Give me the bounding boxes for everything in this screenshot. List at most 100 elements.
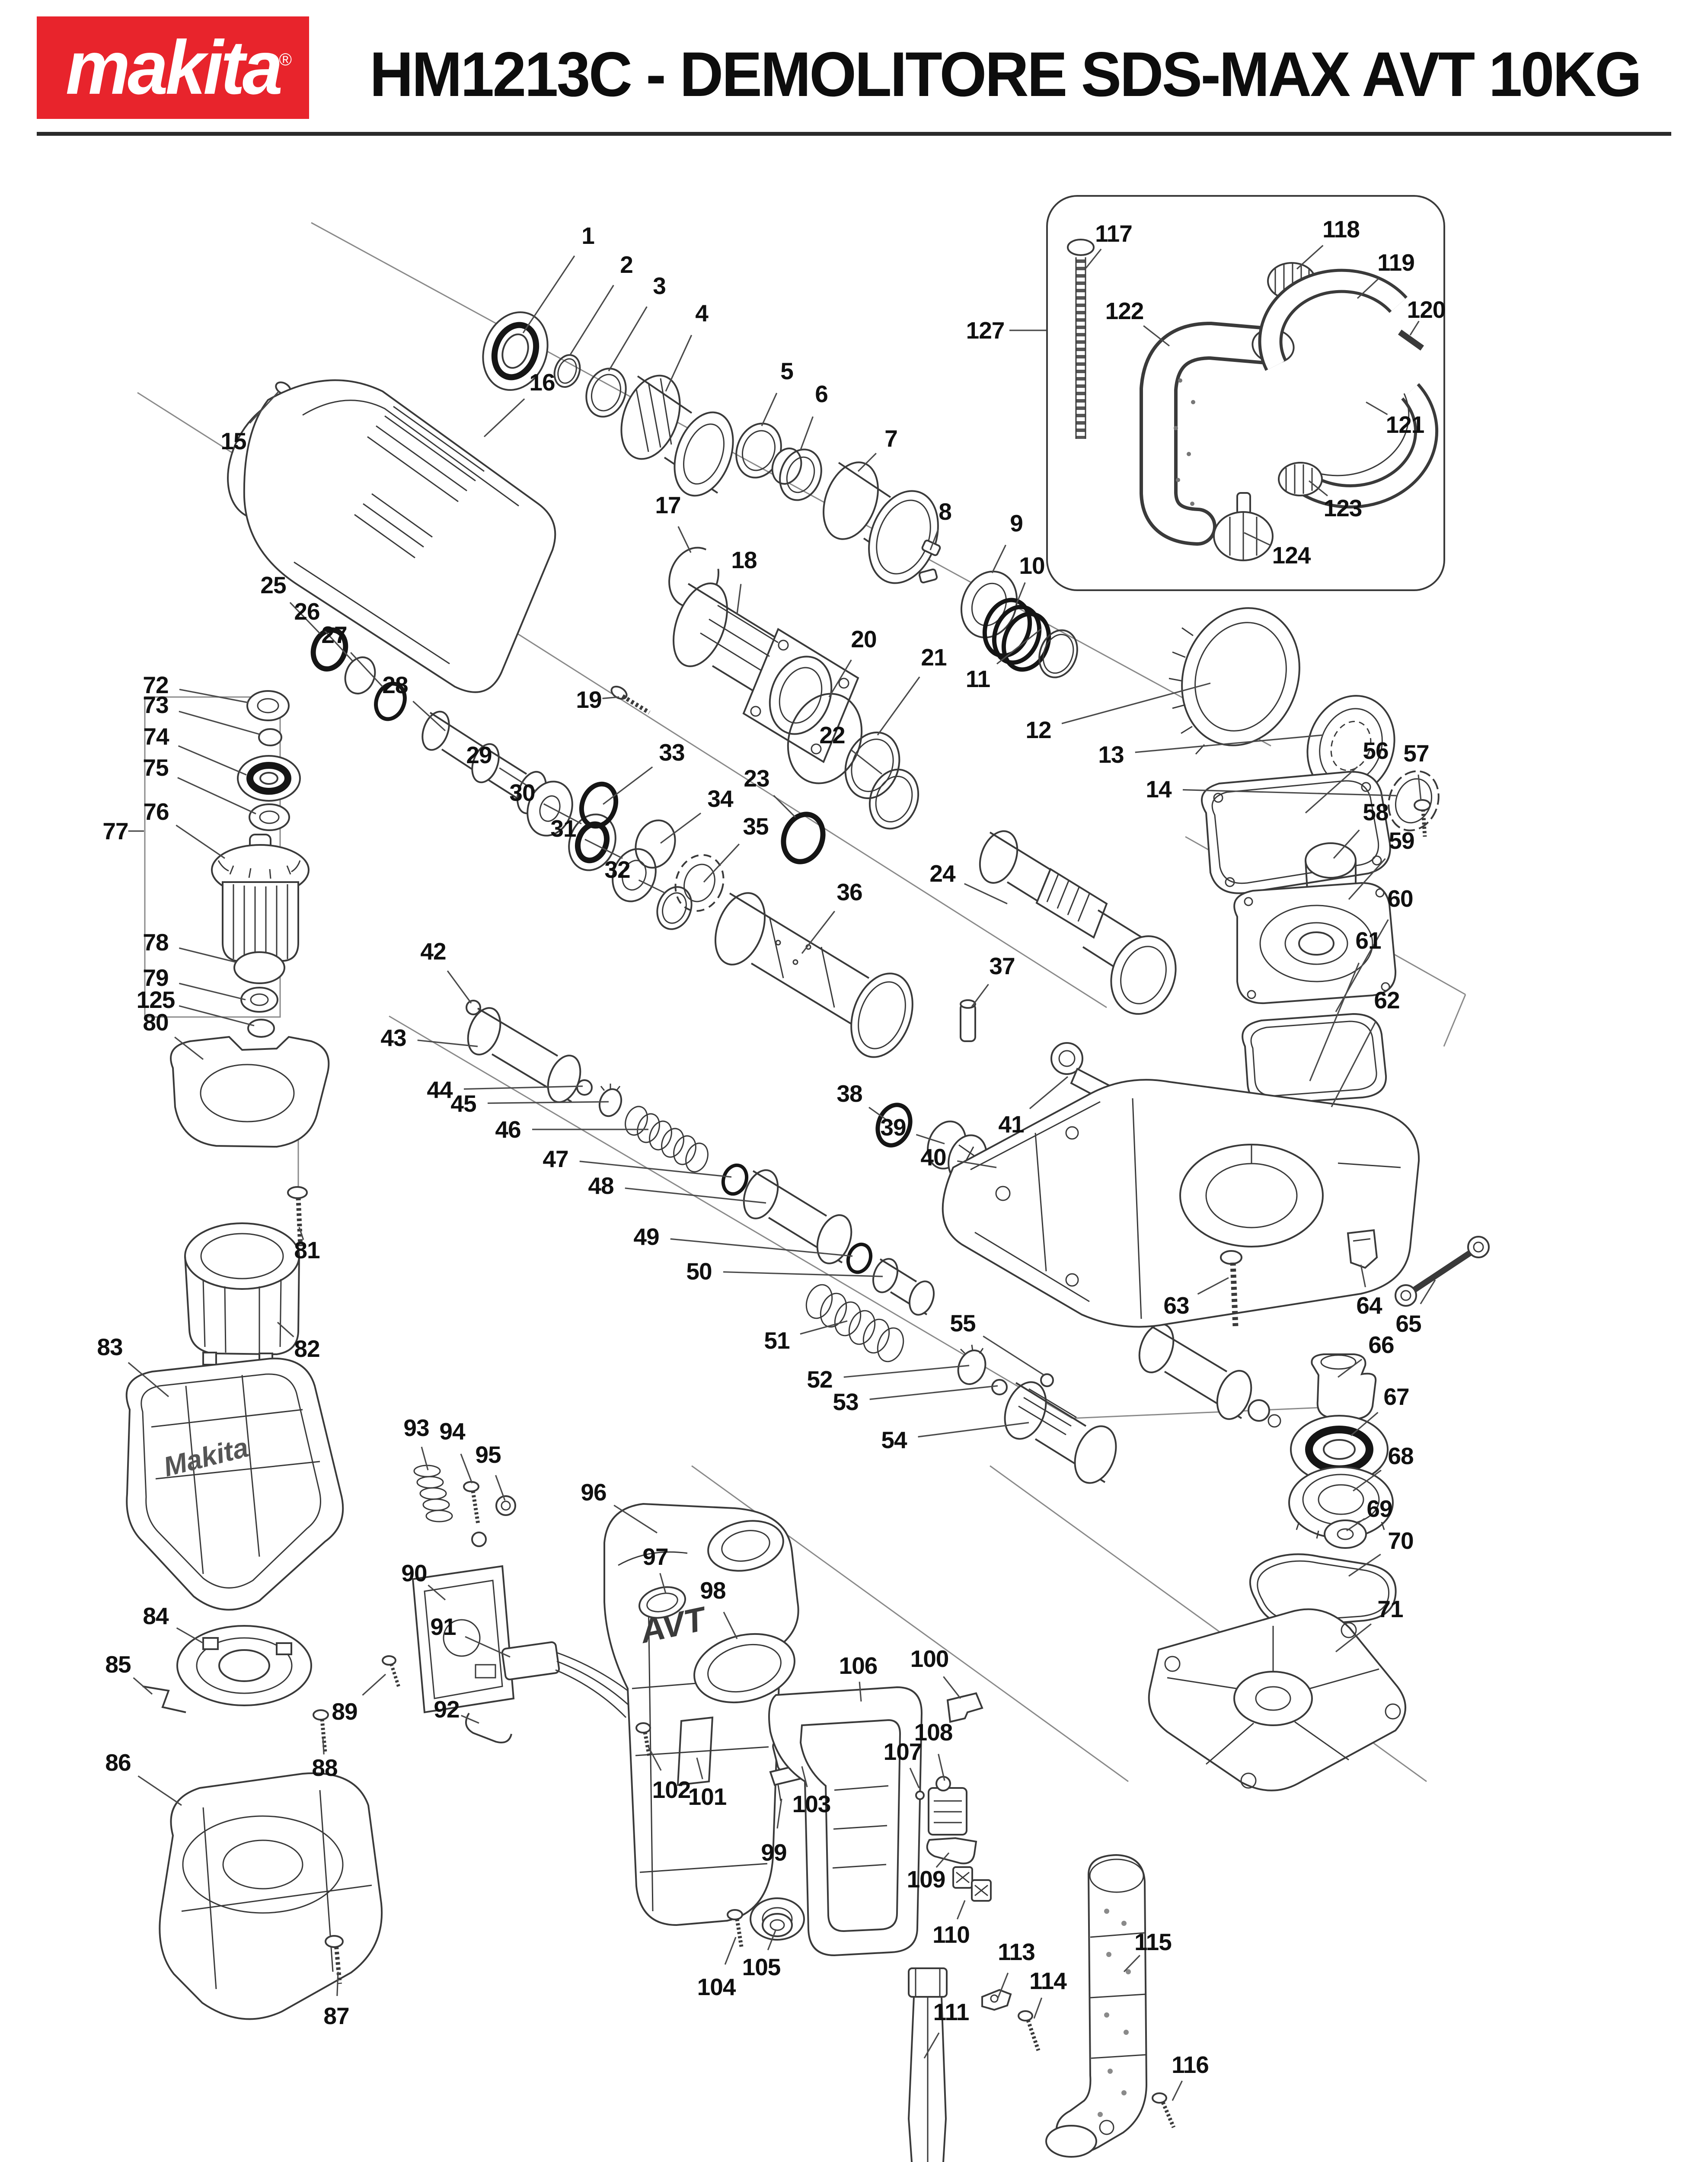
part-label-54: 54	[881, 1426, 907, 1453]
tool-holder-chain-group	[310, 627, 725, 930]
part-label-22: 22	[819, 722, 845, 748]
part-label-30: 30	[509, 779, 535, 806]
part-label-12: 12	[1025, 716, 1051, 743]
part-label-97: 97	[642, 1543, 668, 1570]
part-label-65: 65	[1395, 1310, 1421, 1337]
part-label-80: 80	[143, 1009, 169, 1036]
part-label-9: 9	[1010, 510, 1023, 537]
part-label-10: 10	[1019, 552, 1045, 579]
part-label-119: 119	[1377, 249, 1415, 276]
part-label-31: 31	[550, 815, 576, 842]
part-label-41: 41	[998, 1111, 1024, 1138]
part-label-77: 77	[102, 818, 128, 844]
part-label-91: 91	[430, 1613, 456, 1640]
part-label-121: 121	[1386, 411, 1425, 438]
part-label-59: 59	[1389, 827, 1414, 854]
part-label-105: 105	[742, 1954, 781, 1980]
part-label-63: 63	[1163, 1292, 1189, 1319]
part-label-58: 58	[1363, 799, 1389, 825]
part-label-116: 116	[1172, 2051, 1209, 2078]
handle-assembly-group: AVT	[603, 1503, 1041, 2162]
exploded-parts-diagram: .ln{stroke:#3a3a3a;stroke-width:4;fill:n…	[0, 143, 1708, 2162]
part-label-115: 115	[1134, 1929, 1172, 1955]
part-label-21: 21	[921, 644, 947, 671]
part-label-38: 38	[836, 1080, 862, 1107]
part-label-45: 45	[450, 1090, 476, 1117]
part-label-110: 110	[932, 1921, 970, 1948]
part-label-106: 106	[839, 1652, 878, 1679]
part-label-72: 72	[143, 672, 169, 698]
part-label-66: 66	[1368, 1331, 1394, 1358]
part-label-102: 102	[652, 1776, 691, 1803]
part-label-103: 103	[792, 1791, 831, 1817]
header-divider	[37, 132, 1671, 136]
part-label-35: 35	[743, 813, 769, 840]
part-label-26: 26	[294, 598, 320, 625]
part-label-5: 5	[780, 358, 794, 384]
part-label-52: 52	[807, 1366, 833, 1393]
part-label-34: 34	[707, 785, 733, 812]
part-label-53: 53	[833, 1388, 859, 1415]
registered-trademark-icon: ®	[279, 50, 292, 69]
part-label-39: 39	[880, 1114, 906, 1141]
part-label-90: 90	[401, 1560, 427, 1586]
page-title: HM1213C - DEMOLITORE SDS-MAX AVT 10KG	[370, 39, 1642, 109]
part-label-99: 99	[761, 1839, 787, 1866]
part-label-127: 127	[966, 317, 1005, 344]
part-label-49: 49	[633, 1223, 659, 1250]
part-label-20: 20	[851, 626, 877, 652]
side-grip-group	[1045, 1854, 1176, 2158]
chuck-chain-group	[482, 311, 1440, 832]
part-label-48: 48	[588, 1172, 614, 1199]
part-label-62: 62	[1374, 987, 1400, 1014]
part-label-69: 69	[1366, 1495, 1392, 1522]
part-label-87: 87	[323, 2002, 349, 2029]
inset-side-handle-group	[1046, 195, 1445, 591]
part-label-73: 73	[143, 691, 169, 718]
part-label-7: 7	[884, 425, 898, 452]
part-label-68: 68	[1388, 1442, 1414, 1469]
part-label-124: 124	[1272, 542, 1311, 569]
part-label-32: 32	[604, 856, 630, 883]
part-label-3: 3	[653, 272, 666, 299]
part-label-42: 42	[420, 938, 446, 965]
part-label-92: 92	[434, 1696, 460, 1723]
part-label-14: 14	[1146, 776, 1172, 803]
part-label-85: 85	[105, 1651, 131, 1678]
part-label-8: 8	[939, 498, 952, 525]
part-label-83: 83	[97, 1334, 123, 1360]
part-label-1: 1	[581, 222, 595, 249]
part-label-71: 71	[1377, 1596, 1403, 1622]
part-label-46: 46	[495, 1116, 521, 1143]
part-label-16: 16	[529, 369, 555, 396]
part-label-93: 93	[403, 1414, 429, 1441]
part-label-113: 113	[998, 1938, 1035, 1965]
part-label-100: 100	[910, 1645, 949, 1672]
part-label-89: 89	[332, 1698, 358, 1725]
part-label-98: 98	[700, 1577, 726, 1604]
part-label-4: 4	[695, 300, 709, 326]
part-label-13: 13	[1098, 741, 1124, 768]
part-label-36: 36	[836, 879, 862, 905]
part-label-57: 57	[1403, 740, 1429, 767]
part-label-29: 29	[466, 742, 492, 768]
striker-chain-group	[466, 1000, 1281, 1484]
part-label-15: 15	[220, 428, 246, 454]
part-label-114: 114	[1029, 1967, 1067, 1994]
part-label-33: 33	[659, 739, 685, 766]
part-label-78: 78	[143, 929, 169, 956]
part-label-60: 60	[1387, 885, 1413, 912]
part-label-40: 40	[920, 1144, 946, 1171]
part-label-107: 107	[883, 1738, 923, 1765]
part-label-27: 27	[321, 621, 347, 648]
armature-group	[170, 690, 330, 1366]
part-label-74: 74	[143, 723, 169, 750]
part-label-19: 19	[576, 686, 602, 713]
makita-logo: makita ®	[37, 16, 309, 119]
part-label-55: 55	[950, 1310, 976, 1337]
motor-housing-group: Makita	[125, 1357, 645, 2020]
part-label-28: 28	[382, 672, 408, 698]
part-label-117: 117	[1095, 220, 1133, 247]
exploded-diagram-artwork: .ln{stroke:#3a3a3a;stroke-width:4;fill:n…	[125, 195, 1490, 2162]
part-label-6: 6	[815, 381, 828, 407]
